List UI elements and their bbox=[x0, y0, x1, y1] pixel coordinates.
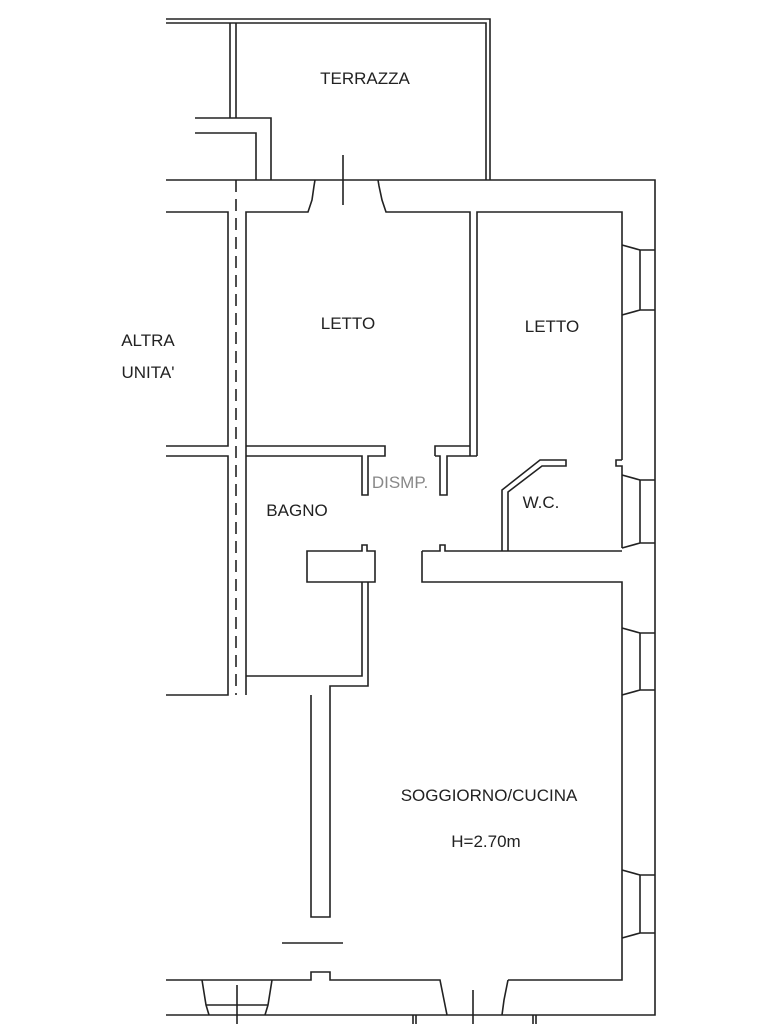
room-label-altra-unita-1: ALTRA bbox=[121, 331, 175, 350]
entrance-door-top bbox=[245, 155, 471, 695]
terrace-walls bbox=[166, 18, 491, 180]
wc-walls bbox=[421, 459, 623, 981]
room-label-soggiorno-cucina: SOGGIORNO/CUCINA bbox=[401, 786, 578, 805]
bottom-walls bbox=[166, 942, 537, 1024]
room-label-disimpegno: DISMP. bbox=[372, 473, 428, 492]
room-label-altra-unita-2: UNITA' bbox=[122, 363, 175, 382]
room-label-letto-right: LETTO bbox=[525, 317, 579, 336]
bedroom-walls bbox=[246, 211, 623, 548]
bathroom-walls bbox=[246, 544, 376, 918]
room-label-bagno: BAGNO bbox=[266, 501, 327, 520]
ceiling-height-label: H=2.70m bbox=[451, 832, 520, 851]
windows-right bbox=[621, 244, 655, 939]
room-label-letto-left: LETTO bbox=[321, 314, 375, 333]
room-label-wc: W.C. bbox=[523, 493, 560, 512]
room-label-terrazza: TERRAZZA bbox=[320, 69, 410, 88]
exterior-walls bbox=[166, 179, 656, 1016]
